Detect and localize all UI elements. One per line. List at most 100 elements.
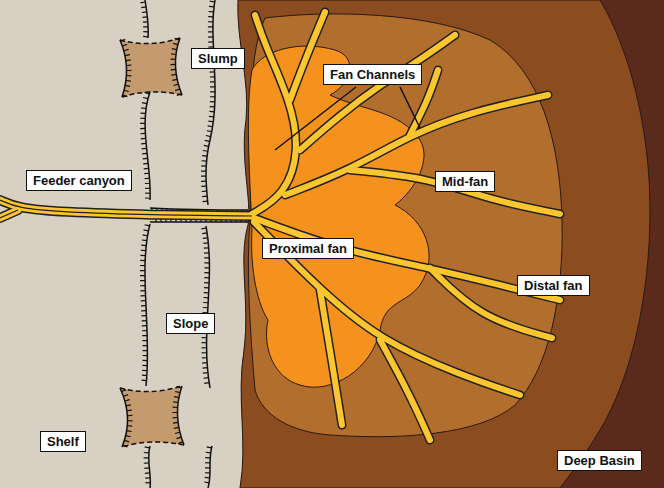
hachure-tick bbox=[204, 252, 209, 253]
hachure-tick bbox=[210, 81, 215, 82]
hachure-tick bbox=[142, 320, 147, 321]
hachure-tick bbox=[144, 168, 149, 170]
hachure-tick bbox=[208, 41, 213, 42]
fan-channel bbox=[320, 290, 342, 425]
hachure-tick bbox=[123, 395, 128, 397]
fan-channel bbox=[0, 210, 18, 218]
hachure-tick bbox=[201, 181, 206, 182]
hachure-tick bbox=[145, 482, 150, 483]
channel-outline bbox=[320, 290, 342, 425]
hachure-tick bbox=[140, 118, 145, 119]
hachure-tick bbox=[126, 405, 131, 406]
hachure-tick bbox=[173, 401, 178, 403]
hachure-tick bbox=[143, 97, 148, 98]
hachure-tick bbox=[122, 390, 127, 392]
hachure-tick bbox=[202, 347, 207, 348]
hachure-tick bbox=[140, 133, 145, 134]
hachure-tick bbox=[140, 290, 145, 291]
hachure-tick bbox=[142, 370, 147, 371]
hachure-tick bbox=[210, 86, 215, 87]
canyon-label: Feeder canyon bbox=[26, 170, 132, 191]
hachure-tick bbox=[204, 267, 209, 268]
hachure-tick bbox=[145, 477, 150, 479]
fan-channel bbox=[290, 12, 325, 100]
slump-toe bbox=[122, 92, 182, 97]
hachure-tick bbox=[177, 386, 182, 388]
hachure-tick bbox=[143, 26, 148, 27]
hachure-tick bbox=[145, 178, 150, 180]
hachure-tick bbox=[142, 330, 147, 331]
slump-side bbox=[120, 40, 127, 97]
fan-channel bbox=[252, 15, 296, 214]
hachure-tick bbox=[210, 101, 215, 102]
hachure-tick bbox=[125, 85, 130, 87]
hachure-tick bbox=[202, 337, 207, 338]
hachure-tick bbox=[204, 282, 209, 283]
hachure-tick bbox=[126, 59, 131, 61]
hachure-tick bbox=[203, 302, 208, 303]
hachure-tick bbox=[128, 420, 133, 421]
hachure-tick bbox=[142, 375, 147, 377]
hachure-tick bbox=[143, 355, 148, 356]
hachure-tick bbox=[140, 128, 145, 129]
canyon-wall bbox=[150, 208, 248, 210]
zone-label: Slope bbox=[166, 313, 215, 334]
hachure-tick bbox=[127, 70, 132, 71]
hachure-tick bbox=[201, 165, 206, 166]
hachure-tick bbox=[140, 123, 145, 124]
channel-label: Fan Channels bbox=[323, 64, 422, 85]
slump-side bbox=[175, 38, 182, 95]
hachure-tick bbox=[141, 300, 146, 301]
hachure-tick bbox=[124, 49, 129, 50]
hachure-tick bbox=[173, 417, 178, 419]
hachure-tick bbox=[142, 365, 147, 366]
hachure-tick bbox=[208, 36, 213, 37]
hachure-tick bbox=[202, 155, 207, 157]
channel-outline bbox=[0, 200, 252, 216]
hachure-tick bbox=[206, 452, 211, 454]
hachure-tick bbox=[210, 1, 215, 3]
fan-channel bbox=[0, 200, 252, 216]
hachure-tick bbox=[176, 437, 181, 438]
slump-side bbox=[177, 386, 184, 445]
hachure-tick bbox=[142, 102, 147, 104]
hachure-tick bbox=[141, 310, 146, 311]
hachure-tick bbox=[145, 472, 150, 474]
hachure-tick bbox=[145, 225, 150, 226]
hachure-tick bbox=[203, 237, 208, 239]
hachure-tick bbox=[140, 270, 145, 271]
hachure-tick bbox=[140, 255, 145, 256]
zone-label: Proximal fan bbox=[262, 238, 354, 259]
hachure-tick bbox=[203, 372, 208, 374]
hachure-tick bbox=[145, 447, 150, 448]
hachure-tick bbox=[204, 277, 209, 278]
hachure-tick bbox=[123, 95, 128, 97]
hachure-tick bbox=[173, 43, 178, 44]
hachure-tick bbox=[143, 345, 148, 346]
hachure-tick bbox=[207, 130, 212, 132]
hachure-tick bbox=[204, 481, 209, 483]
hachure-tick bbox=[142, 153, 147, 155]
hachure-tick bbox=[177, 94, 182, 96]
hachure-tick bbox=[141, 112, 146, 114]
hachure-tick bbox=[143, 350, 148, 351]
hachure-tick bbox=[121, 39, 126, 41]
hachure-tick bbox=[174, 84, 179, 85]
hachure-tick bbox=[174, 427, 179, 429]
slope-break bbox=[149, 446, 151, 488]
hachure-tick bbox=[202, 191, 207, 193]
slope-break bbox=[206, 0, 215, 205]
slump-toe bbox=[122, 442, 184, 447]
hachure-tick bbox=[210, 96, 215, 97]
channel-outline bbox=[300, 35, 455, 150]
hachure-tick bbox=[140, 260, 145, 261]
hachure-tick bbox=[142, 325, 147, 326]
slump-area bbox=[120, 386, 184, 447]
hachure-tick bbox=[175, 391, 180, 392]
hachure-tick bbox=[143, 163, 148, 165]
hachure-tick bbox=[145, 183, 150, 184]
hachure-tick bbox=[141, 138, 146, 140]
hachure-tick bbox=[201, 170, 206, 171]
hachure-tick bbox=[145, 92, 150, 94]
hachure-tick bbox=[122, 44, 127, 46]
